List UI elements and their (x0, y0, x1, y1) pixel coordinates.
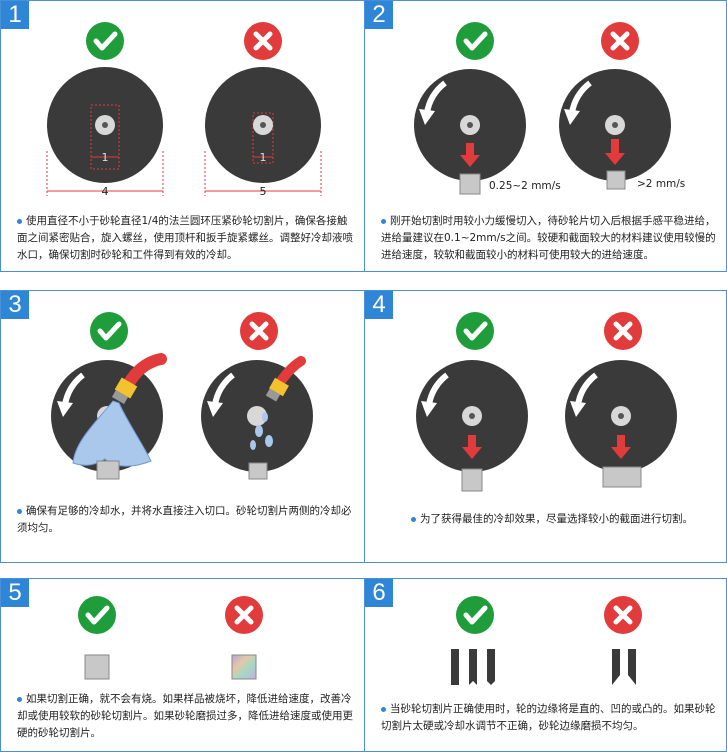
panel-5: 5 如果切割正确，就不会有烧。如果样品被烧坏，降低进给速度，改善冷却或使用较软的… (0, 578, 365, 752)
feed-speed-label: 0.25~2 mm/s (489, 180, 561, 192)
cutting-wheel (416, 360, 528, 492)
ratio-label: 1 (260, 151, 267, 164)
water-hose (111, 353, 167, 404)
water-spray (72, 400, 152, 480)
panel-number: 2 (365, 1, 393, 29)
check-icon (456, 22, 494, 60)
panel-number: 4 (365, 291, 393, 319)
bullet-icon (17, 508, 22, 514)
cross-icon (604, 596, 642, 634)
water-hose (265, 356, 306, 402)
cutting-wheel (201, 360, 313, 472)
bullet-icon (17, 218, 22, 224)
panel-1: 1 1 4 (0, 0, 365, 272)
cutting-wheel (46, 67, 164, 196)
bullet-icon (411, 516, 416, 522)
feed-speed-label: >2 mm/s (637, 178, 685, 190)
panel-description: 当砂轮切割片正确使用时，轮的边缘将是直的、凹的或凸的。如果砂轮切割片太硬或冷却水… (381, 701, 721, 735)
panel-text: 刚开始切割时用较小力缓慢切入，待砂轮片切入后根据手感平稳进给，进给量建议在0.1… (381, 215, 716, 261)
check-icon (86, 22, 124, 60)
panel-number: 5 (1, 579, 29, 607)
check-icon (78, 596, 116, 634)
panel-description: 确保有足够的冷却水，并将水直接注入切口。砂轮切割片两侧的冷却必须均匀。 (17, 503, 357, 537)
wheel-edge-profiles-bad (612, 649, 636, 685)
cross-icon (225, 596, 263, 634)
check-icon (90, 312, 128, 350)
panel-2-illustration: 0.25~2 mm/s >2 mm/s (414, 22, 685, 195)
cross-icon (244, 22, 282, 60)
cross-icon (604, 312, 642, 350)
panel-number: 3 (1, 291, 29, 319)
panel-text: 确保有足够的冷却水，并将水直接注入切口。砂轮切割片两侧的冷却必须均匀。 (17, 505, 352, 534)
ratio-label: 1 (102, 151, 109, 164)
panel-text: 使用直径不小于砂轮直径1/4的法兰圆环压紧砂轮切割片，确保各接触面之间紧密贴合，… (17, 215, 353, 261)
panel-3-illustration (51, 312, 313, 480)
panel-text: 为了获得最佳的冷却效果，尽量选择较小的截面进行切割。 (420, 513, 693, 525)
panel-5-illustration (78, 596, 263, 680)
dimension-label: 4 (102, 185, 109, 198)
panel-number: 1 (1, 1, 29, 29)
sample-burned (231, 654, 257, 680)
panel-description: 使用直径不小于砂轮直径1/4的法兰圆环压紧砂轮切割片，确保各接触面之间紧密贴合，… (17, 213, 357, 264)
panel-2: 2 0.25~2 mm/s (364, 0, 727, 272)
cutting-wheel (559, 69, 671, 190)
water-drops (248, 412, 273, 480)
cutting-wheel (414, 69, 526, 195)
panel-1-illustration: 1 4 1 5 (46, 22, 322, 198)
panel-text: 当砂轮切割片正确使用时，轮的边缘将是直的、凹的或凸的。如果砂轮切割片太硬或冷却水… (381, 703, 716, 732)
panel-4: 4 (364, 290, 727, 563)
bullet-icon (381, 706, 386, 712)
cross-icon (240, 312, 278, 350)
panel-6-illustration (451, 596, 642, 685)
cutting-wheel (204, 67, 322, 196)
panel-6: 6 当砂轮切割片正确使用时，轮的边缘将是直的、凹的或凸的。如果砂轮切割片太硬或冷… (364, 578, 727, 752)
panel-4-illustration (416, 312, 677, 492)
wheel-edge-profiles-good (451, 649, 495, 685)
cross-icon (601, 22, 639, 60)
panel-3: 3 (0, 290, 365, 563)
sample-good (84, 654, 110, 680)
check-icon (456, 596, 494, 634)
bullet-icon (381, 218, 386, 224)
bullet-icon (17, 696, 22, 702)
check-icon (456, 312, 494, 350)
panel-number: 6 (365, 579, 393, 607)
panel-description: 为了获得最佳的冷却效果，尽量选择较小的截面进行切割。 (411, 511, 711, 528)
panel-description: 如果切割正确，就不会有烧。如果样品被烧坏，降低进给速度，改善冷却或使用较软的砂轮… (17, 691, 359, 742)
dimension-label: 5 (260, 185, 267, 198)
cutting-wheel (565, 360, 677, 488)
panel-text: 如果切割正确，就不会有烧。如果样品被烧坏，降低进给速度，改善冷却或使用较软的砂轮… (17, 693, 353, 739)
panel-description: 刚开始切割时用较小力缓慢切入，待砂轮片切入后根据手感平稳进给，进给量建议在0.1… (381, 213, 719, 264)
